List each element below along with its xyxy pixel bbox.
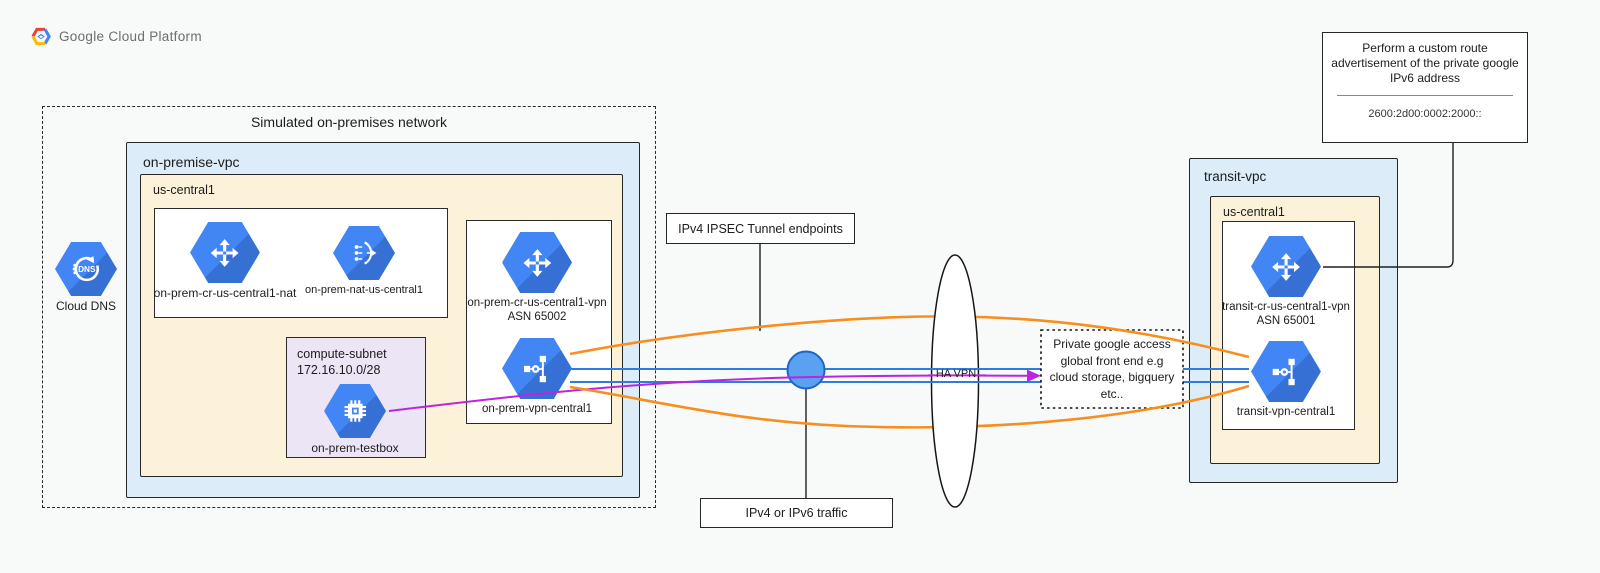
traffic-node-circle — [786, 350, 826, 390]
transit-router-node: transit-cr-us-central1-vpn ASN 65001 — [1222, 236, 1350, 328]
compute-engine-icon — [324, 384, 386, 438]
cloud-router-icon — [1250, 236, 1321, 297]
ipsec-label-box: IPv4 IPSEC Tunnel endpoints — [666, 213, 855, 244]
transit-router-label: transit-cr-us-central1-vpn — [1222, 301, 1350, 313]
onprem-router-nat-label: on-prem-cr-us-central1-nat — [153, 286, 297, 300]
onprem-vpn-gateway-node: on-prem-vpn-central1 — [482, 338, 592, 416]
pga-line-4: etc.. — [1100, 386, 1124, 401]
onprem-vpn-router-label: on-prem-cr-us-central1-vpn — [467, 297, 607, 309]
onprem-nat-node: on-prem-nat-us-central1 — [305, 226, 423, 297]
compute-subnet-label: compute-subnet — [297, 347, 387, 361]
traffic-label: IPv4 or IPv6 traffic — [745, 506, 848, 520]
callout-divider — [1337, 95, 1513, 96]
onprem-dashed-container: Simulated on-premises network — [42, 106, 656, 508]
pga-line-1: Private google access — [1053, 337, 1171, 351]
pga-text-block: Private google access global front end e… — [1041, 330, 1183, 408]
onprem-vpc-label: on-premise-vpc — [143, 154, 240, 170]
cloud-nat-icon — [333, 226, 395, 280]
transit-vpn-gateway-node: transit-vpn-central1 — [1237, 341, 1335, 419]
onprem-vpn-router-node: on-prem-cr-us-central1-vpn ASN 65002 — [467, 232, 607, 324]
callout-address: 2600:2d00:0002:2000:: — [1368, 108, 1482, 120]
callout-box: Perform a custom route advertisement of … — [1322, 32, 1528, 143]
onprem-router-nat-group-box — [154, 208, 448, 318]
transit-vpn-gateway-label: transit-vpn-central1 — [1236, 406, 1336, 418]
gcp-logo-icon — [31, 27, 51, 46]
cloud-vpn-icon — [1251, 341, 1321, 402]
onprem-testbox-label: on-prem-testbox — [311, 441, 399, 455]
ha-vpn-ellipse — [930, 254, 980, 508]
cloud-vpn-icon — [502, 338, 572, 399]
onprem-region-label: us-central1 — [153, 183, 215, 197]
svg-text:DNS: DNS — [78, 265, 96, 274]
pga-line-3: cloud storage, bigquery — [1049, 370, 1175, 384]
transit-vpc-label: transit-vpc — [1204, 169, 1267, 184]
transit-router-asn: ASN 65001 — [1256, 315, 1316, 327]
compute-subnet-cidr: 172.16.10.0/28 — [297, 363, 381, 377]
cloud-dns-node: DNS Cloud DNS — [55, 242, 117, 313]
onprem-vpn-router-asn: ASN 65002 — [507, 311, 567, 323]
callout-text: Perform a custom route advertisement of … — [1331, 41, 1519, 85]
transit-region-label: us-central1 — [1223, 205, 1285, 219]
onprem-testbox-node: on-prem-testbox — [311, 384, 399, 455]
onprem-vpn-gateway-label: on-prem-vpn-central1 — [482, 403, 592, 415]
ipsec-label: IPv4 IPSEC Tunnel endpoints — [678, 221, 843, 236]
gcp-logo-text: Google Cloud Platform — [59, 29, 202, 44]
onprem-nat-label: on-prem-nat-us-central1 — [305, 284, 423, 296]
ha-vpn-label: HA VPN — [935, 368, 977, 380]
pga-line-2: global front end e.g — [1060, 353, 1164, 368]
cloud-dns-label: Cloud DNS — [55, 299, 117, 313]
onprem-cloud-router-nat-node: on-prem-cr-us-central1-nat — [153, 222, 297, 300]
cloud-router-icon — [501, 232, 572, 293]
gcp-logo: Google Cloud Platform — [30, 27, 202, 46]
cloud-dns-icon: DNS — [55, 242, 117, 296]
onprem-title: Simulated on-premises network — [250, 114, 448, 130]
cloud-router-icon — [190, 222, 260, 283]
private-access-arrowhead — [1027, 369, 1041, 382]
traffic-label-box: IPv4 or IPv6 traffic — [700, 498, 893, 528]
